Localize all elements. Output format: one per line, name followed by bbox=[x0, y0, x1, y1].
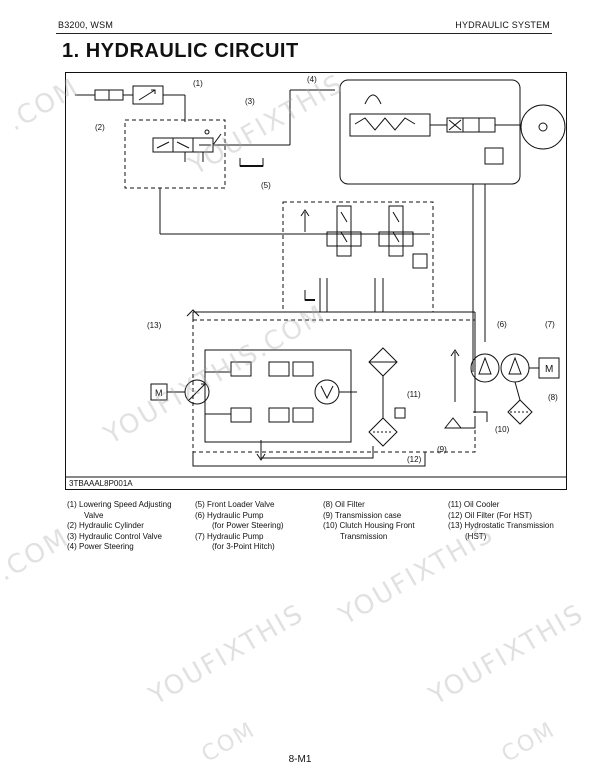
tank-marks bbox=[240, 165, 315, 301]
legend-item-10: (10) Clutch Housing Front bbox=[323, 521, 415, 530]
legend-column-4: (11) Oil Cooler (12) Oil Filter (For HST… bbox=[448, 500, 554, 542]
hydraulic-pump-power-steering bbox=[470, 353, 500, 383]
legend-column-3: (8) Oil Filter (9) Transmission case (10… bbox=[323, 500, 415, 542]
power-steering-box bbox=[339, 79, 521, 185]
hydraulic-circuit-diagram: (1) (2) (3) (4) (5) (6) (7) (8) (9) (10)… bbox=[65, 72, 567, 490]
legend-column-2: (5) Front Loader Valve (6) Hydraulic Pum… bbox=[195, 500, 284, 553]
engine-label: M bbox=[155, 388, 163, 398]
motor-label: M bbox=[545, 364, 553, 375]
oil-filter-symbol bbox=[507, 399, 533, 425]
oil-filter-hst-symbol bbox=[368, 407, 406, 447]
hydraulic-control-valve-symbol bbox=[152, 129, 222, 153]
legend-item-12: (12) Oil Filter (For HST) bbox=[448, 510, 532, 520]
callout-9: (9) bbox=[437, 445, 447, 454]
legend-item-1-cont: Valve bbox=[84, 510, 104, 520]
hst-inner-box bbox=[204, 349, 352, 443]
legend-item-7: (7) Hydraulic Pump bbox=[195, 531, 264, 541]
legend-item-4: (4) Power Steering bbox=[67, 542, 134, 551]
legend-item-7-cont: (for 3-Point Hitch) bbox=[212, 542, 275, 551]
legend-column-1: (1) Lowering Speed Adjusting Valve (2) H… bbox=[67, 500, 172, 553]
watermark-4: .COM bbox=[0, 522, 75, 588]
legend-item-6-cont: (for Power Steering) bbox=[212, 521, 284, 530]
front-loader-spool-2 bbox=[378, 205, 414, 257]
legend-item-9: (9) Transmission case bbox=[323, 510, 402, 520]
transmission-case-symbol bbox=[443, 417, 463, 429]
callout-10: (10) bbox=[495, 425, 510, 434]
legend-item-8: (8) Oil Filter bbox=[323, 500, 365, 509]
callout-8: (8) bbox=[548, 393, 558, 402]
hst-outer-box bbox=[192, 319, 476, 453]
legend-item-6: (6) Hydraulic Pump bbox=[195, 510, 264, 520]
legend-item-11: (11) Oil Cooler bbox=[448, 500, 500, 509]
figure-code: 3TBAAAL8P001A bbox=[69, 479, 133, 488]
lowering-speed-valve-symbol bbox=[123, 85, 185, 105]
oil-cooler-symbol bbox=[368, 347, 398, 377]
header-rule bbox=[56, 33, 552, 34]
callout-7: (7) bbox=[545, 320, 555, 329]
page-number: 8-M1 bbox=[288, 754, 312, 765]
callout-5: (5) bbox=[261, 181, 271, 190]
callout-2: (2) bbox=[95, 123, 105, 132]
header-model: B3200, WSM bbox=[58, 20, 114, 30]
callout-12: (12) bbox=[407, 455, 422, 464]
front-loader-spool-1 bbox=[326, 205, 362, 257]
control-valve-box bbox=[124, 119, 226, 189]
callout-3: (3) bbox=[245, 97, 255, 106]
legend-item-10-cont: Transmission bbox=[340, 531, 388, 541]
legend-item-2: (2) Hydraulic Cylinder bbox=[67, 521, 144, 530]
steering-relief-valve bbox=[484, 147, 504, 165]
callout-13: (13) bbox=[147, 321, 162, 330]
hydraulic-cylinder-symbol bbox=[75, 89, 124, 101]
callout-6: (6) bbox=[497, 320, 507, 329]
tank-symbol-b bbox=[304, 290, 315, 301]
steering-unit-symbol bbox=[349, 94, 566, 165]
watermark-6: YOUFIXTHIS bbox=[144, 598, 310, 712]
front-loader-valve-box bbox=[282, 201, 434, 313]
hst-motor bbox=[314, 379, 340, 405]
callout-4: (4) bbox=[307, 75, 317, 84]
legend-item-1: (1) Lowering Speed Adjusting bbox=[67, 500, 172, 509]
callout-1: (1) bbox=[193, 79, 203, 88]
diagram-frame bbox=[65, 72, 567, 490]
loader-check-valve bbox=[412, 253, 428, 269]
legend-item-13-cont: (HST) bbox=[465, 531, 487, 541]
legend-item-13: (13) Hydrostatic Transmission bbox=[448, 521, 554, 530]
steering-wheel-symbol bbox=[520, 104, 566, 150]
watermark-7: YOUFIXTHIS bbox=[424, 598, 590, 712]
legend-item-3: (3) Hydraulic Control Valve bbox=[67, 531, 162, 541]
tank-symbol-a bbox=[239, 158, 264, 167]
header-section: HYDRAULIC SYSTEM bbox=[455, 20, 550, 30]
callout-11: (11) bbox=[407, 390, 421, 399]
legend-item-5: (5) Front Loader Valve bbox=[195, 500, 275, 509]
hydraulic-pump-3-point-hitch bbox=[500, 353, 530, 383]
page-title: 1. HYDRAULIC CIRCUIT bbox=[62, 40, 299, 62]
